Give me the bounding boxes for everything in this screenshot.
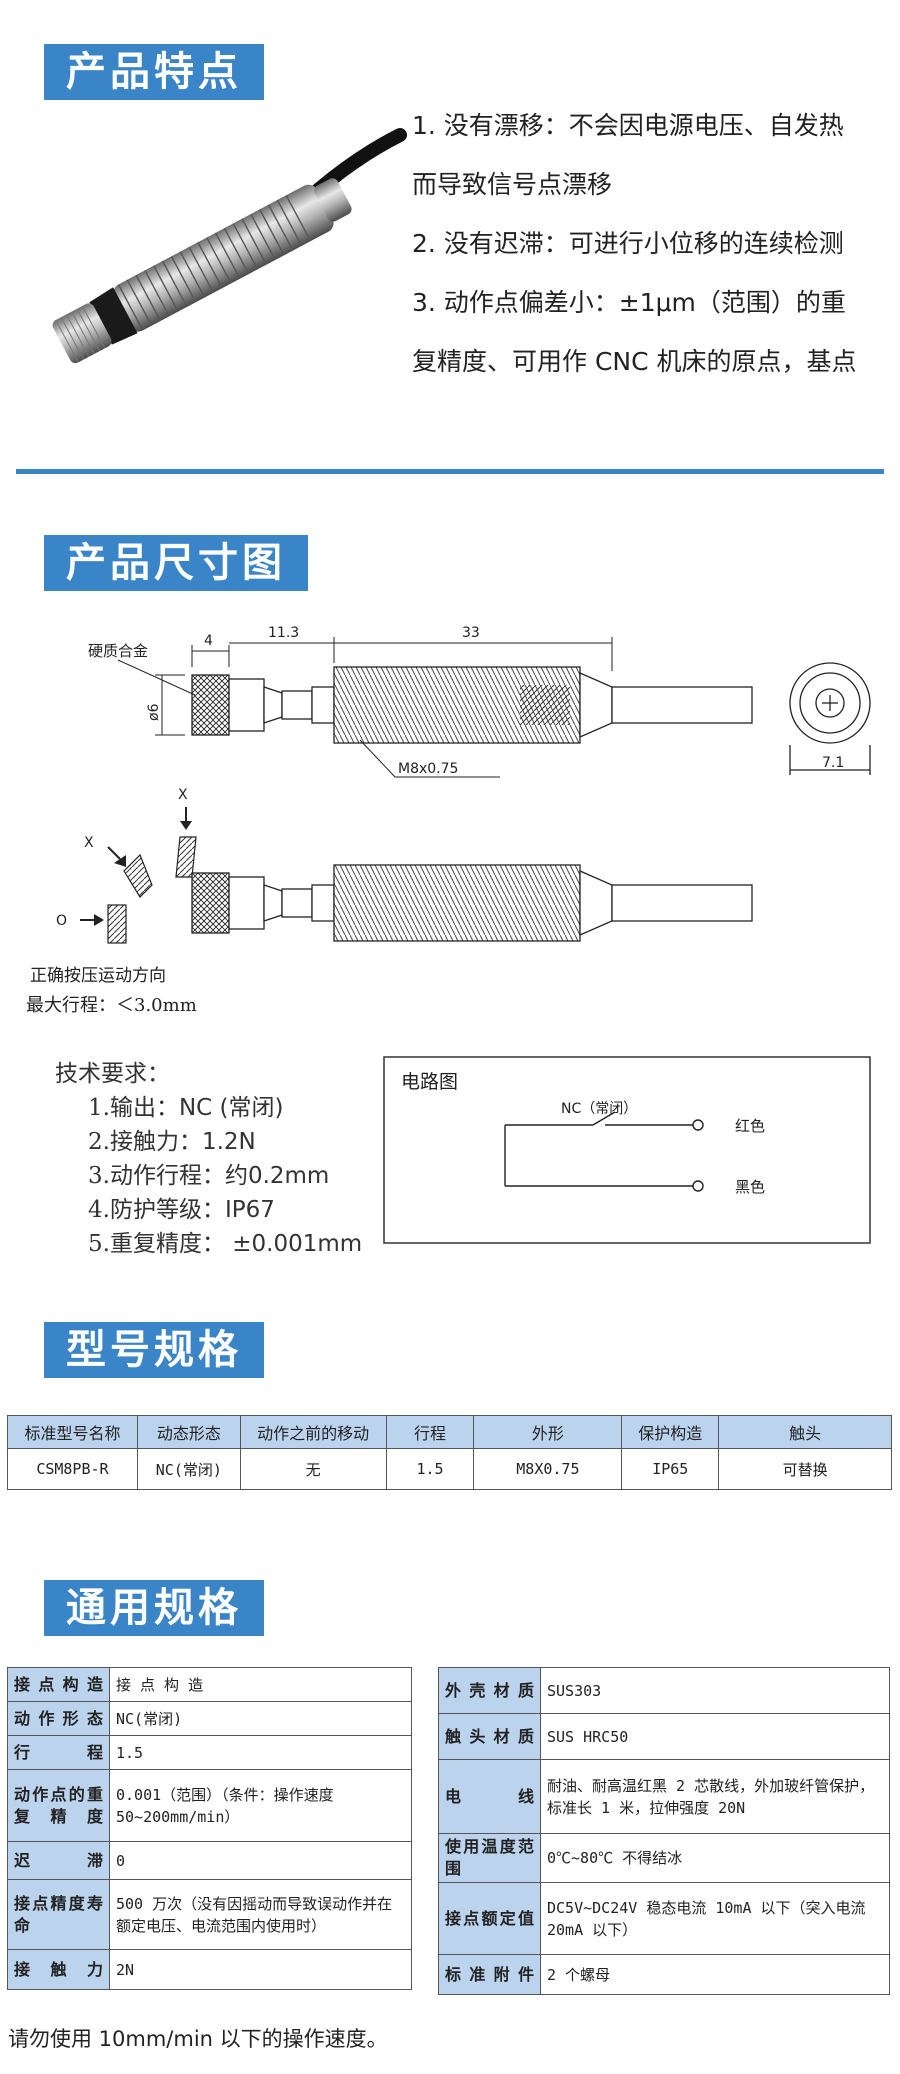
thread-label: M8x0.75 [398,761,458,777]
spec-key: 接点构造 [7,1667,110,1702]
spec-key: 电线 [438,1759,541,1834]
table-row: CSM8PB-R NC(常闭) 无 1.5 M8X0.75 IP65 可替换 [7,1448,892,1490]
column-header: 外形 [473,1415,623,1449]
nc-label: NC（常闭） [561,1101,637,1117]
table-cell: 无 [239,1448,387,1490]
dimension-drawing: 硬质合金 4 11.3 33 ø6 M8x0.75 7.1 X X O 正确按压… [26,625,871,1016]
table-cell: 1.5 [385,1448,475,1490]
spec-value: 0℃~80℃ 不得结冰 [540,1833,890,1883]
spec-key: 迟滞 [7,1841,110,1880]
spec-value: DC5V~DC24V 稳态电流 10mA 以下（突入电流 20mA 以下） [540,1882,890,1955]
spec-key: 外壳材质 [438,1667,541,1714]
black-wire-label: 黑色 [735,1178,765,1196]
tech-item: 1.输出：NC (常闭) [88,1095,284,1121]
table-row: 接点构造接 点 构 造 [7,1667,412,1702]
circuit-title: 电路图 [401,1071,458,1093]
features-list: 1. 没有漂移：不会因电源电压、自发热 而导致信号点漂移 2. 没有迟滞：可进行… [412,96,882,391]
spec-value: 2N [109,1949,412,1990]
table-cell: NC(常闭) [136,1448,241,1490]
dim-4-label: 4 [204,633,213,649]
o-label: O [56,913,67,929]
x-left-label: X [84,835,94,851]
circuit-diagram: 电路图 NC（常闭） 红色 黑色 [383,1056,871,1244]
spec-value: 2 个螺母 [540,1954,890,1995]
column-header: 动态形态 [136,1415,241,1449]
red-wire-label: 红色 [735,1117,765,1135]
dim-7-1-label: 7.1 [822,755,844,771]
table-cell: M8X0.75 [473,1448,623,1490]
column-header: 动作之前的移动 [239,1415,387,1449]
tech-item: 2.接触力：1.2N [88,1129,256,1155]
feature-line: 2. 没有迟滞：可进行小位移的连续检测 [412,229,844,258]
sensor-image [52,128,407,364]
spec-value: 0.001（范围）（条件：操作速度 50~200mm/min） [109,1769,412,1842]
feature-line: 1. 没有漂移：不会因电源电压、自发热 [412,111,844,140]
x-top-label: X [178,787,188,803]
feature-line: 复精度、可用作 CNC 机床的原点，基点 [412,347,857,376]
general-title: 通用规格 [44,1580,264,1636]
column-header: 行程 [385,1415,475,1449]
spec-value: NC(常闭) [109,1701,412,1736]
spec-key: 接触力 [7,1949,110,1990]
dim-11-3-label: 11.3 [268,625,299,641]
tech-title: 技术要求： [55,1061,170,1087]
model-table: 标准型号名称 动态形态 动作之前的移动 行程 外形 保护构造 触头 CSM8PB… [7,1415,892,1490]
feature-line: 3. 动作点偏差小：±1μm（范围）的重 [412,288,846,317]
dim-33-label: 33 [462,625,480,641]
spec-value: SUS303 [540,1667,890,1714]
spec-value: SUS HRC50 [540,1713,890,1760]
spec-value: 500 万次（没有因摇动而导致误动作并在额定电压、电流范围内使用时） [109,1879,412,1950]
max-travel-label: 最大行程：＜3.0mm [26,995,197,1016]
section-divider [16,469,884,474]
spec-key: 动作点的重复精度 [7,1769,110,1842]
table-cell: 可替换 [718,1448,892,1490]
table-cell: IP65 [621,1448,720,1490]
table-header-row: 标准型号名称 动态形态 动作之前的移动 行程 外形 保护构造 触头 [7,1415,892,1449]
spec-value: 1.5 [109,1735,412,1770]
spec-key: 动作形态 [7,1701,110,1736]
spec-key: 接点额定值 [438,1882,541,1955]
column-header: 标准型号名称 [7,1415,138,1449]
table-cell: CSM8PB-R [7,1448,138,1490]
column-header: 保护构造 [621,1415,720,1449]
dim-phi6-label: ø6 [146,703,162,721]
spec-key: 接点精度寿命 [7,1879,110,1950]
spec-key: 标准附件 [438,1954,541,1995]
model-title: 型号规格 [44,1322,264,1378]
spec-value: 接 点 构 造 [109,1667,412,1702]
hard-alloy-label: 硬质合金 [88,642,148,660]
tech-item: 5.重复精度： ±0.001mm [88,1231,363,1257]
spec-value: 0 [109,1841,412,1880]
spec-value: 耐油、耐高温红黑 2 芯散线，外加玻纤管保护，标准长 1 米，拉伸强度 20N [540,1759,890,1834]
feature-line: 而导致信号点漂移 [412,170,613,199]
table-row: 电线耐油、耐高温红黑 2 芯散线，外加玻纤管保护，标准长 1 米，拉伸强度 20… [438,1759,890,1834]
tech-item: 3.动作行程：约0.2mm [88,1163,330,1189]
column-header: 触头 [718,1415,892,1449]
direction-caption: 正确按压运动方向 [30,966,166,986]
spec-key: 使用温度范围 [438,1833,541,1883]
spec-key: 触头材质 [438,1713,541,1760]
tech-item: 4.防护等级：IP67 [88,1197,275,1223]
features-title: 产品特点 [44,44,264,100]
usage-note: 请勿使用 10mm/min 以下的操作速度。 [8,2027,388,2051]
dimensions-title: 产品尺寸图 [44,535,308,591]
spec-key: 行程 [7,1735,110,1770]
